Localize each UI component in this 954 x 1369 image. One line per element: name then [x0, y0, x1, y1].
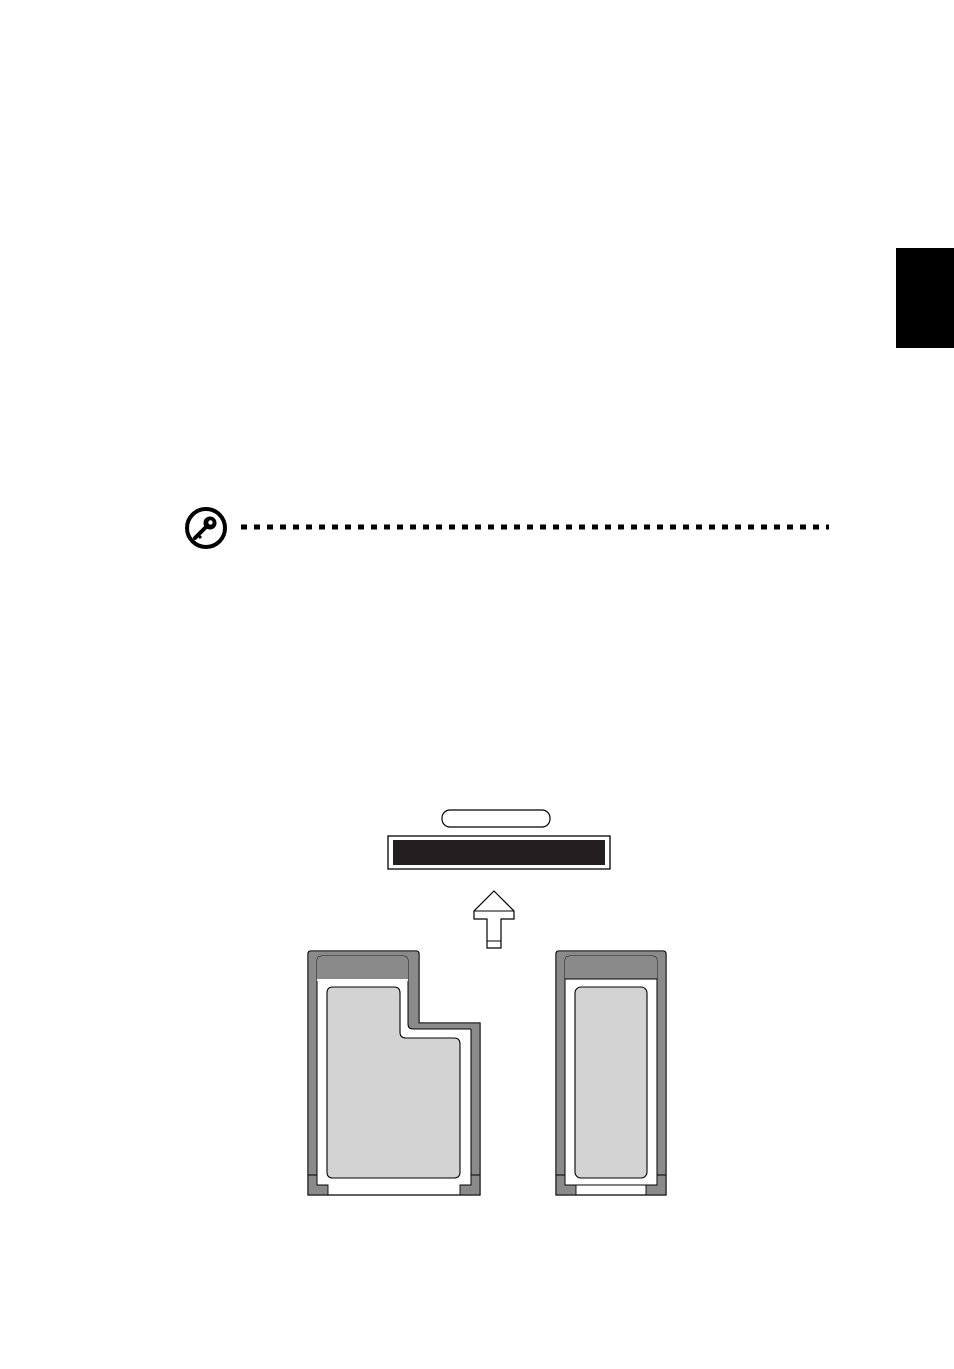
expresscard-54 [308, 951, 480, 1195]
note-rule [184, 506, 829, 550]
expresscard-34 [556, 951, 666, 1195]
expresscard-illustration [300, 805, 680, 1200]
chapter-tab [896, 248, 954, 348]
card-slot [388, 836, 610, 869]
dotted-rule [241, 524, 829, 530]
key-icon [184, 506, 230, 550]
slot-label-pill [442, 810, 550, 827]
up-arrow-icon [474, 891, 514, 948]
